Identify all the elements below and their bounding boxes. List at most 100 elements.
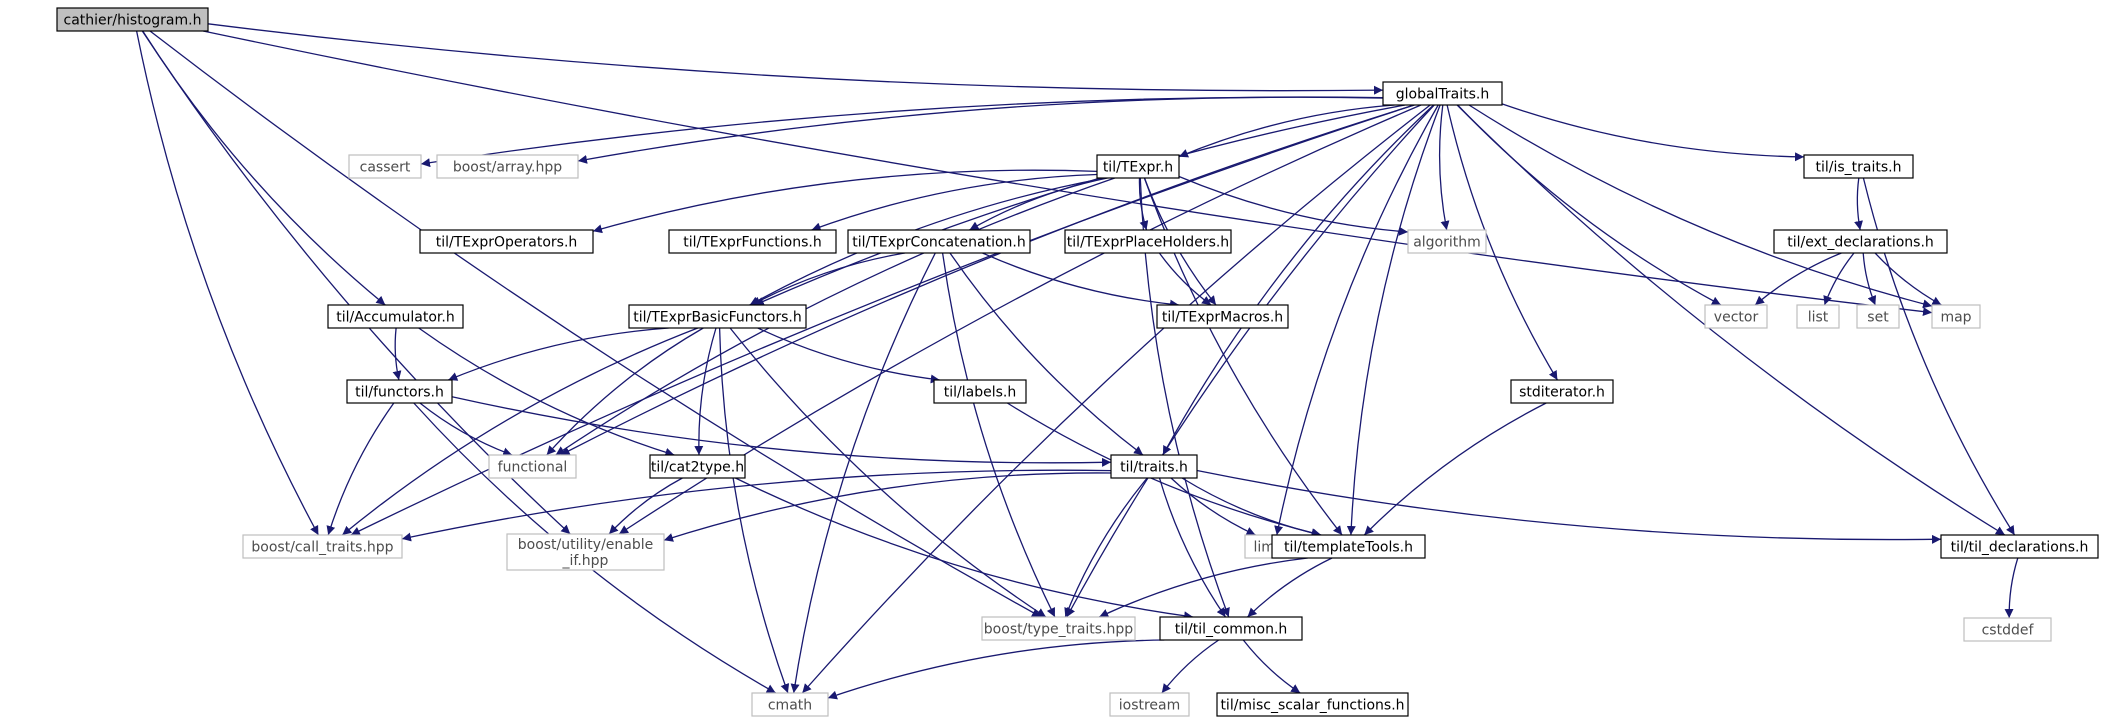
edge-TExprConcatenation-to-TExprMacros: [982, 252, 1180, 309]
edge-traits-to-enable_if: [663, 472, 1112, 542]
node-label: til/TExpr.h: [1103, 160, 1173, 176]
node-box: [1064, 229, 1232, 254]
edge-histogram-to-call_traits: [135, 30, 319, 536]
node-box: [242, 534, 403, 559]
edge-TExpr-to-TExprFunctions: [811, 173, 1098, 232]
edge-globalTraits-to-type_traits: [1066, 104, 1435, 618]
node-Accumulator[interactable]: til/Accumulator.h: [327, 304, 464, 329]
edge-traits-to-til_declarations: [1196, 469, 1942, 544]
nodes-layer: cathier/histogram.h globalTraits.h cassert…: [56, 7, 2099, 717]
node-label: iostream: [1119, 698, 1181, 714]
node-label: til/til_declarations.h: [1951, 540, 2089, 556]
node-label: til/labels.h: [944, 385, 1016, 401]
node-til_declarations[interactable]: til/til_declarations.h: [1940, 534, 2099, 559]
node-TExprPlaceHolders[interactable]: til/TExprPlaceHolders.h: [1064, 229, 1232, 254]
node-map: map: [1931, 304, 1981, 329]
edge-til_common-to-misc_scalar: [1242, 639, 1301, 694]
node-label: til/misc_scalar_functions.h: [1220, 698, 1404, 714]
edge-functors-to-call_traits: [326, 402, 395, 536]
edge-TExprConcatenation-to-TExprBasicFunctors: [751, 252, 906, 306]
node-cstddef: cstddef: [1963, 617, 2052, 642]
edge-functors-to-functional: [419, 402, 513, 457]
node-TExprFunctions[interactable]: til/TExprFunctions.h: [668, 229, 837, 254]
node-box: [1940, 534, 2099, 559]
edge-globalTraits-to-limits: [1274, 104, 1439, 536]
node-box: [1271, 534, 1426, 559]
edge-globalTraits-to-templateTools: [1346, 104, 1441, 536]
edge-is_traits-to-ext_declarations: [1854, 177, 1863, 231]
node-TExprOperators[interactable]: til/TExprOperators.h: [419, 229, 594, 254]
edge-histogram-to-type_traits: [149, 30, 1042, 618]
node-box: [1382, 81, 1503, 106]
node-label: til/templateTools.h: [1284, 540, 1413, 556]
edge-stditerator-to-templateTools: [1363, 402, 1547, 536]
edge-til_declarations-to-cstddef: [2004, 557, 2019, 619]
node-box: [1856, 304, 1900, 329]
node-globalTraits[interactable]: globalTraits.h: [1382, 81, 1503, 106]
node-box: [1407, 229, 1487, 254]
node-cassert: cassert: [348, 154, 422, 179]
node-traits[interactable]: til/traits.h: [1110, 454, 1198, 479]
edge-cat2type-to-til_common: [735, 477, 1194, 621]
edge-TExprBasicFunctors-to-functional: [546, 327, 704, 456]
edge-globalTraits-to-til_declarations: [1456, 104, 2006, 536]
node-cmath: cmath: [751, 692, 829, 717]
node-box: [1704, 304, 1768, 329]
edge-globalTraits-to-is_traits: [1501, 103, 1805, 162]
edge-globalTraits-to-boost_array: [577, 96, 1384, 164]
node-TExprBasicFunctors[interactable]: til/TExprBasicFunctors.h: [628, 304, 807, 329]
node-box: [981, 616, 1136, 641]
node-label: til/functors.h: [355, 385, 444, 401]
node-box: [1773, 229, 1948, 254]
node-label: vector: [1714, 310, 1759, 326]
node-label: til/TExprFunctions.h: [683, 235, 821, 251]
node-box: [1110, 454, 1198, 479]
edge-globalTraits-to-traits: [1162, 104, 1435, 456]
node-is_traits[interactable]: til/is_traits.h: [1803, 154, 1914, 179]
node-label: til/TExprBasicFunctors.h: [633, 310, 802, 326]
edge-traits-to-templateTools: [1181, 477, 1321, 538]
node-labels[interactable]: til/labels.h: [933, 379, 1027, 404]
node-TExpr[interactable]: til/TExpr.h: [1096, 154, 1180, 179]
node-box: [933, 379, 1027, 404]
edge-ext_declarations-to-set: [1862, 252, 1877, 306]
node-label: boost/type_traits.hpp: [984, 622, 1133, 638]
node-TExprMacros[interactable]: til/TExprMacros.h: [1156, 304, 1289, 329]
edge-TExprBasicFunctors-to-type_traits: [729, 327, 1047, 618]
edge-TExprBasicFunctors-to-call_traits: [341, 327, 699, 536]
edge-templateTools-to-type_traits: [1098, 557, 1308, 618]
edge-Accumulator-to-cat2type: [418, 327, 675, 457]
node-label: set: [1867, 310, 1889, 326]
node-box: [1096, 154, 1180, 179]
node-label: til/cat2type.h: [651, 460, 744, 476]
edge-TExprBasicFunctors-to-cmath: [718, 327, 790, 694]
node-label: algorithm: [1413, 235, 1481, 251]
node-label: list: [1808, 310, 1829, 326]
node-box: [1109, 692, 1190, 717]
node-call_traits: boost/call_traits.hpp: [242, 534, 403, 559]
node-TExprConcatenation[interactable]: til/TExprConcatenation.h: [847, 229, 1031, 254]
node-box: [1159, 616, 1303, 641]
edge-TExprConcatenation-to-type_traits: [941, 252, 1056, 618]
node-functors[interactable]: til/functors.h: [346, 379, 453, 404]
edge-TExprBasicFunctors-to-functors: [448, 327, 669, 381]
node-label: cathier/histogram.h: [64, 13, 202, 29]
node-templateTools[interactable]: til/templateTools.h: [1271, 534, 1426, 559]
node-til_common[interactable]: til/til_common.h: [1159, 616, 1303, 641]
node-box: [1796, 304, 1840, 329]
node-label: til/traits.h: [1120, 460, 1188, 476]
node-histogram[interactable]: cathier/histogram.h: [56, 7, 209, 32]
node-stditerator[interactable]: stditerator.h: [1510, 379, 1614, 404]
node-box: [327, 304, 464, 329]
edge-globalTraits-to-functional: [560, 104, 1415, 456]
edge-til_common-to-cmath: [827, 639, 1165, 700]
node-cat2type[interactable]: til/cat2type.h: [649, 454, 746, 479]
edge-TExprPlaceHolders-to-TExprMacros: [1158, 252, 1212, 306]
edge-templateTools-to-til_common: [1247, 557, 1333, 618]
node-algorithm: algorithm: [1407, 229, 1487, 254]
node-misc_scalar[interactable]: til/misc_scalar_functions.h: [1216, 692, 1409, 717]
node-label: cmath: [768, 698, 812, 714]
edge-TExprBasicFunctors-to-cat2type: [694, 327, 717, 456]
node-ext_declarations[interactable]: til/ext_declarations.h: [1773, 229, 1948, 254]
edge-TExpr-to-TExprConcatenation: [969, 177, 1108, 231]
